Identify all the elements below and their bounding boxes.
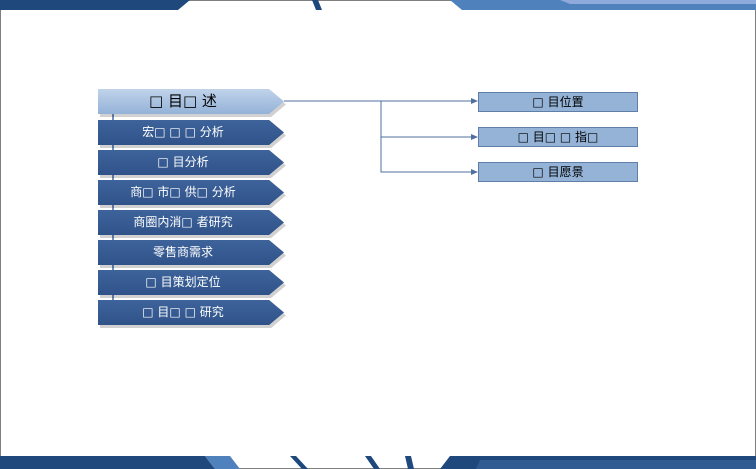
overview-item[interactable]: □ 目□ 述 bbox=[98, 89, 284, 114]
project-research-item[interactable]: □ 目□ □ 研究 bbox=[98, 300, 284, 325]
project-vision-box[interactable]: □ 目愿景 bbox=[478, 162, 638, 182]
project-positioning-item[interactable]: □ 目策划定位 bbox=[98, 270, 284, 295]
retailer-demand-item[interactable]: 零售商需求 bbox=[98, 240, 284, 265]
macro-analysis-item[interactable]: 宏□ □ □ 分析 bbox=[98, 120, 284, 145]
commercial-market-supply-item[interactable]: 商□ 市□ 供□ 分析 bbox=[98, 180, 284, 205]
project-analysis-item[interactable]: □ 目分析 bbox=[98, 150, 284, 175]
consumer-research-item[interactable]: 商圈内消□ 者研究 bbox=[98, 210, 284, 235]
project-indicator-box[interactable]: □ 目□ □ 指□ bbox=[478, 127, 638, 147]
project-location-box[interactable]: □ 目位置 bbox=[478, 92, 638, 112]
